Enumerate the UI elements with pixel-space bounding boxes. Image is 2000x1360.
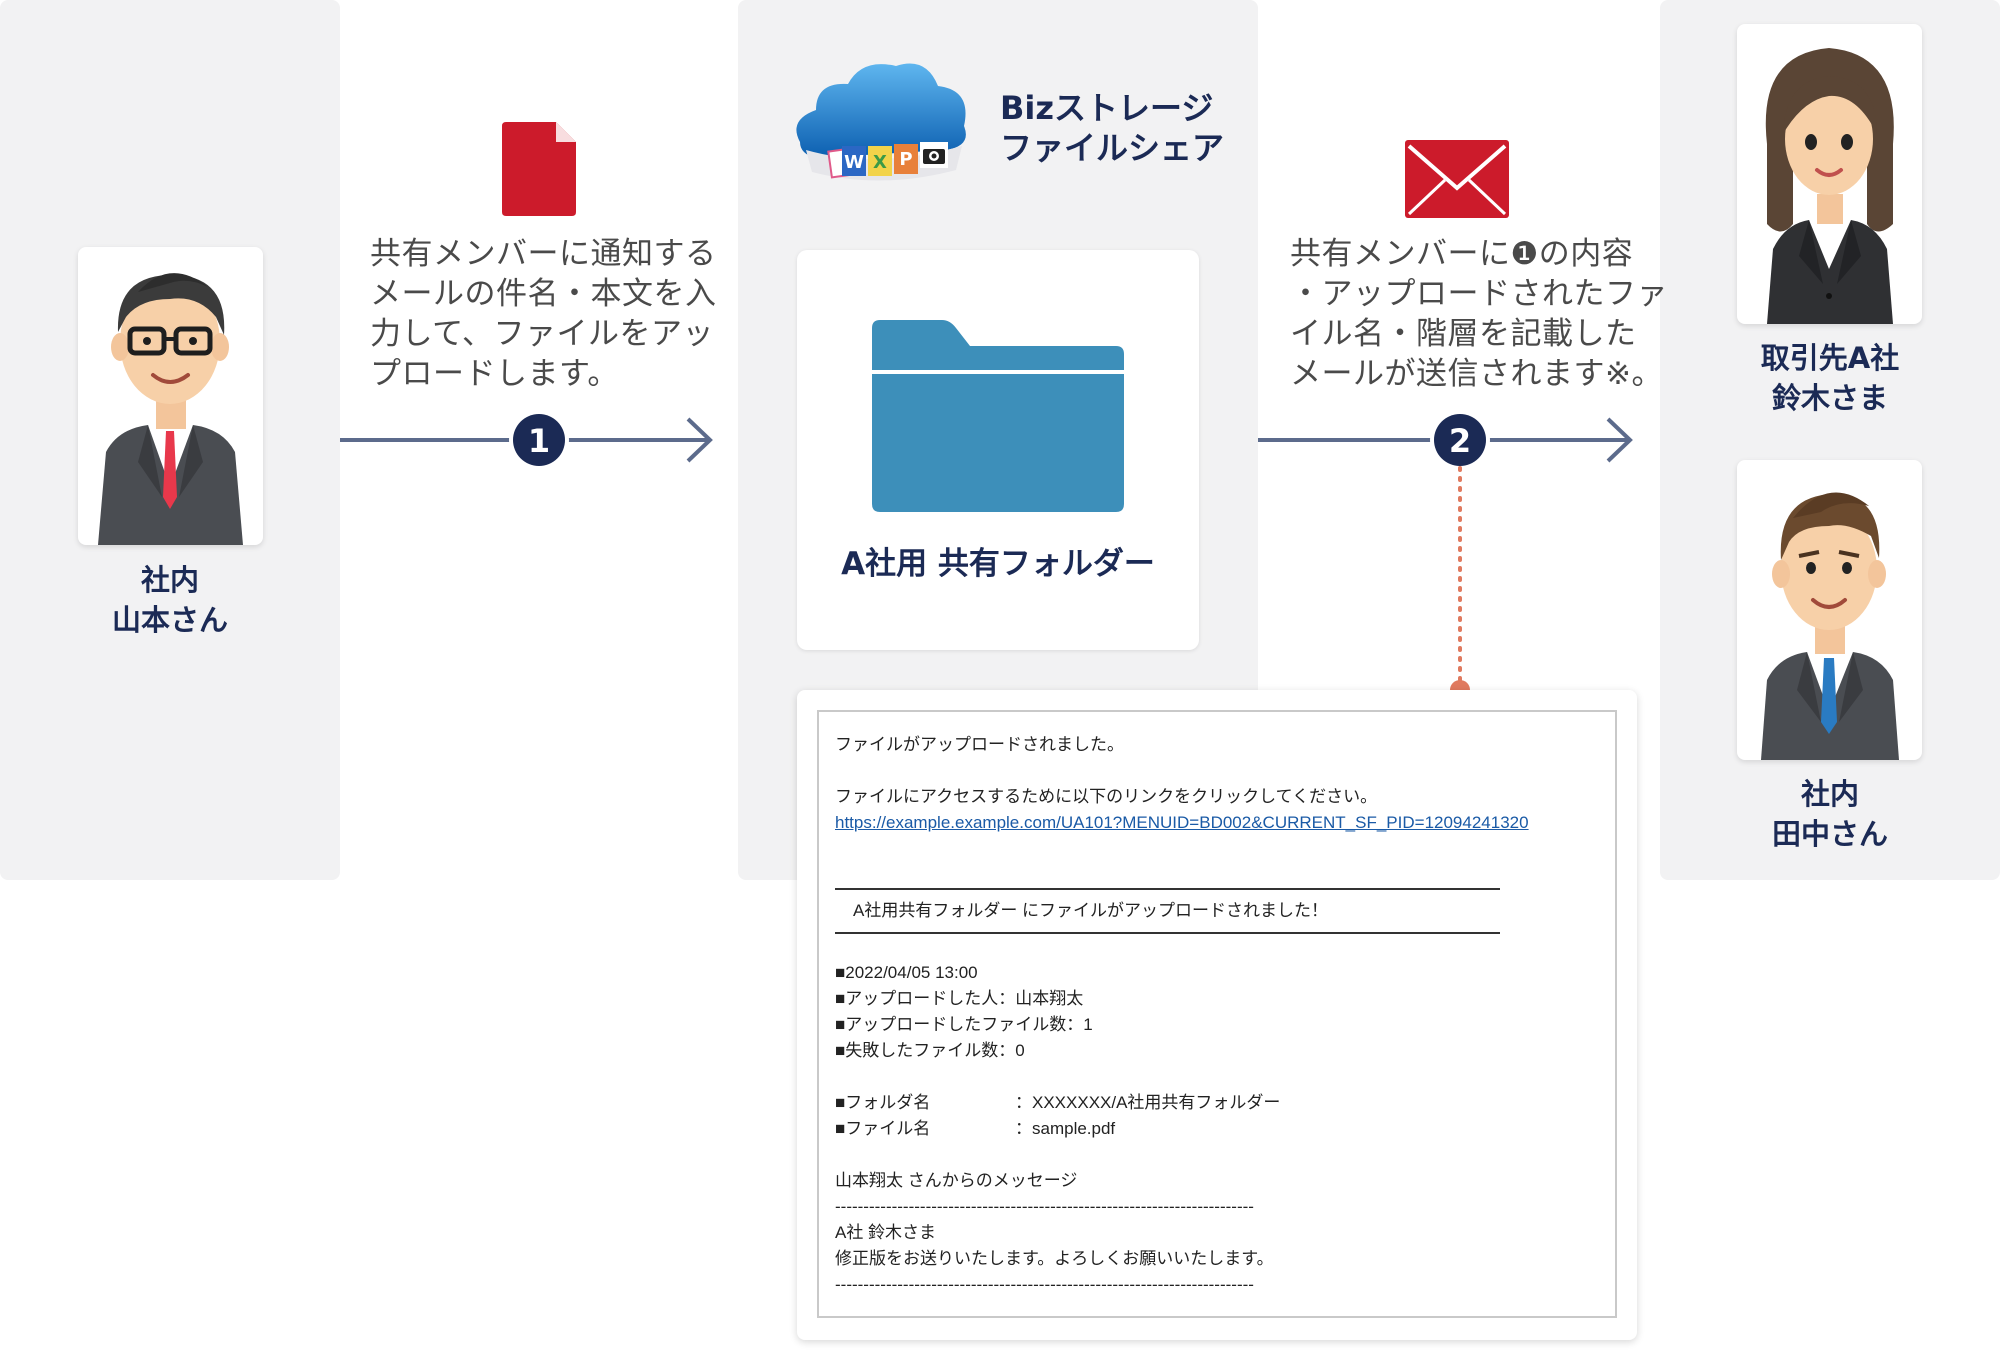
step2-badge (1434, 414, 1486, 466)
step2-description: 共有メンバーに❶の内容 ・アップロードされたファ イル名・階層を記載した メール… (1290, 234, 1668, 394)
email-subject: A社用共有フォルダー にファイルがアップロードされました！ (853, 901, 1329, 920)
person-name: 鈴木さま (1771, 381, 1888, 415)
email-detail-folder: ■フォルダ名 ：XXXXXXX/A社用共有フォルダー (835, 1090, 1599, 1116)
step1-line: 力して、ファイルをアッ (370, 316, 715, 352)
step2-line: 共有メンバーに❶の内容 (1290, 236, 1634, 272)
email-line: ファイルがアップロードされました。 (835, 735, 1124, 754)
document-icon (502, 122, 576, 216)
email-folder-key: ■フォルダ名 (835, 1093, 931, 1112)
email-body: ファイルがアップロードされました。 ファイルにアクセスするために以下のリンクをク… (817, 710, 1617, 1318)
email-connector-line (1450, 466, 1470, 700)
email-message-from: 山本翔太 さんからのメッセージ (835, 1171, 1078, 1190)
email-divider (835, 888, 1500, 890)
step1-line: 共有メンバーに通知する (370, 236, 717, 272)
avatar-suzuki (1737, 24, 1922, 324)
email-detail-uploader: ■アップロードした人：山本翔太 (835, 989, 1084, 1008)
email-detail-file: ■ファイル名 ：sample.pdf (835, 1116, 1599, 1142)
person-affiliation: 取引先A社 (1760, 341, 1900, 375)
step2-arrow: 2 (1258, 410, 1633, 470)
cloud-logo-icon: W X P (796, 63, 966, 181)
avatar-tanaka (1737, 460, 1922, 760)
businessman-icon (1761, 492, 1899, 760)
person-label-yamamoto: 社内 山本さん (40, 560, 300, 640)
email-divider (835, 932, 1500, 934)
logo-letter-w: W (844, 152, 864, 173)
step1-description: 共有メンバーに通知する メールの件名・本文を入 力して、ファイルをアッ プロード… (370, 234, 720, 394)
avatar-yamamoto (78, 247, 263, 545)
email-detail-date: ■2022/04/05 13:00 (835, 963, 978, 982)
person-name: 山本さん (111, 603, 228, 637)
step2-line: ・アップロードされたファ (1290, 276, 1668, 312)
folder-name: A社用 共有フォルダー (841, 546, 1155, 582)
person-affiliation: 社内 (1800, 777, 1859, 811)
step2-line: メールが送信されます※。 (1290, 356, 1663, 392)
businesswoman-icon (1765, 48, 1894, 324)
email-file-value: ：sample.pdf (1015, 1119, 1116, 1138)
person-affiliation: 社内 (140, 563, 199, 597)
email-separator: ----------------------------------------… (835, 1275, 1254, 1294)
email-detail-file-count: ■アップロードしたファイル数：1 (835, 1015, 1093, 1034)
logo-letter-x: X (873, 152, 887, 173)
folder-icon (872, 320, 1124, 512)
logo-letter-p: P (899, 149, 912, 170)
envelope-icon (1405, 140, 1509, 218)
service-title: Bizストレージ ファイルシェア (1000, 88, 1224, 168)
email-line: ファイルにアクセスするために以下のリンクをクリックしてください。 (835, 787, 1378, 806)
email-message-line: 修正版をお送りいたします。よろしくお願いいたします。 (835, 1249, 1274, 1268)
businessman-glasses-icon (98, 273, 243, 545)
notification-email-sample: ファイルがアップロードされました。 ファイルにアクセスするために以下のリンクをク… (797, 690, 1637, 1340)
step1-line: メールの件名・本文を入 (370, 276, 717, 312)
service-title-line1: Bizストレージ (1000, 89, 1214, 127)
person-name: 田中さん (1771, 817, 1888, 851)
email-folder-value: ：XXXXXXX/A社用共有フォルダー (1015, 1093, 1281, 1112)
email-file-key: ■ファイル名 (835, 1119, 931, 1138)
step1-number: 1 (528, 422, 550, 460)
person-label-tanaka: 社内 田中さん (1700, 774, 1960, 854)
email-detail-failed-count: ■失敗したファイル数：0 (835, 1041, 1025, 1060)
email-access-link[interactable]: https://example.example.com/UA101?MENUID… (835, 813, 1529, 832)
step1-badge (513, 414, 565, 466)
email-message-line: A社 鈴木さま (835, 1223, 937, 1242)
step2-line: イル名・階層を記載した (1290, 316, 1637, 352)
step1-arrow: 1 (340, 410, 713, 470)
step1-line: プロードします。 (370, 356, 619, 392)
shared-folder-card[interactable]: A社用 共有フォルダー (797, 250, 1199, 650)
service-title-line2: ファイルシェア (1000, 129, 1225, 167)
email-separator: ----------------------------------------… (835, 1197, 1254, 1216)
step2-number: 2 (1449, 422, 1471, 460)
person-label-suzuki: 取引先A社 鈴木さま (1700, 338, 1960, 418)
